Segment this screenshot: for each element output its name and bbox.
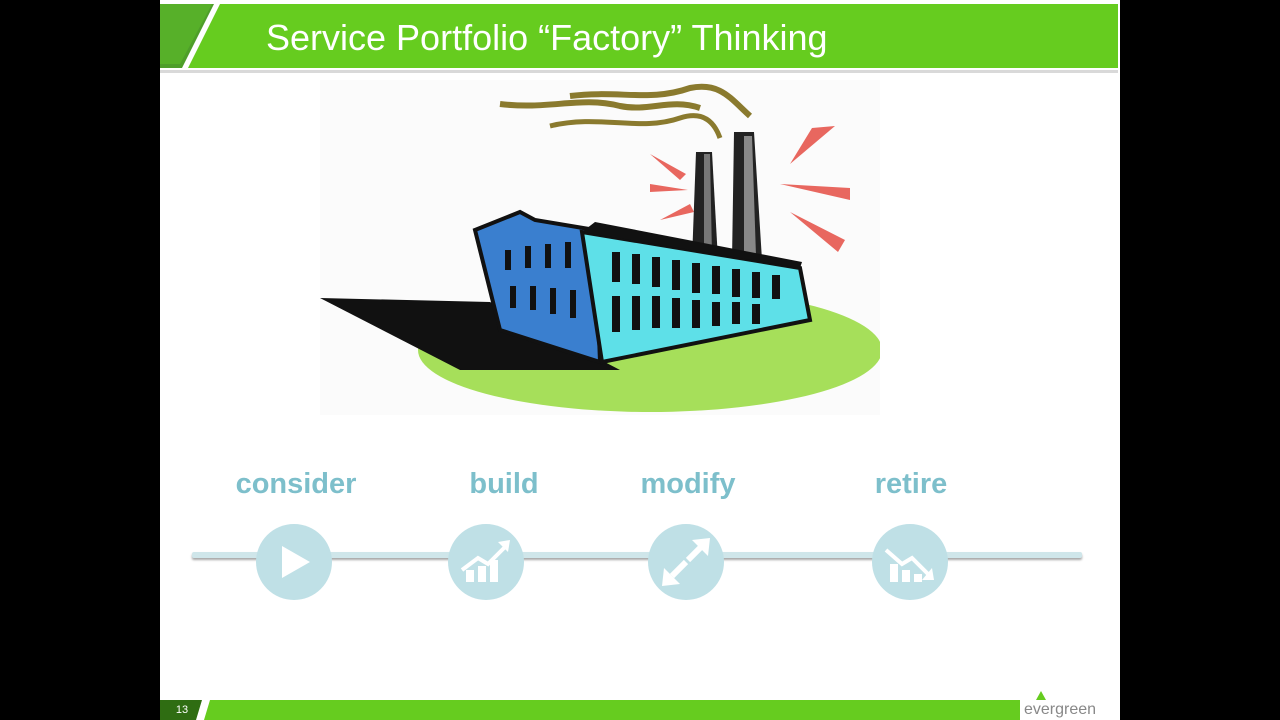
bidirectional-arrows-icon	[662, 538, 710, 586]
title-rule	[160, 70, 1118, 73]
stage-label-retire: retire	[874, 468, 948, 500]
stage-label-modify: modify	[640, 468, 736, 500]
play-icon	[282, 546, 310, 578]
growth-chart-icon	[460, 540, 510, 582]
slide: Service Portfolio “Factory” Thinking	[160, 0, 1120, 720]
slide-title: Service Portfolio “Factory” Thinking	[266, 17, 828, 58]
lifecycle-timeline	[192, 552, 1082, 558]
stage-label-consider: consider	[235, 468, 357, 500]
stage-label-build: build	[469, 468, 539, 500]
brand-logo-text: evergreen	[1024, 701, 1097, 718]
stage-build[interactable]	[448, 524, 524, 600]
stage-modify[interactable]	[648, 524, 724, 600]
title-corner-decoration	[160, 4, 220, 68]
page-number: 13	[160, 700, 204, 720]
footer-bar	[160, 700, 1020, 720]
decline-chart-icon	[884, 548, 934, 582]
title-bar: Service Portfolio “Factory” Thinking	[160, 4, 1118, 68]
stage-retire[interactable]	[872, 524, 948, 600]
evergreen-logo-icon	[1036, 691, 1046, 700]
factory-clipart	[320, 80, 880, 415]
stage-consider[interactable]	[256, 524, 332, 600]
footer-slash-decoration	[196, 700, 210, 720]
